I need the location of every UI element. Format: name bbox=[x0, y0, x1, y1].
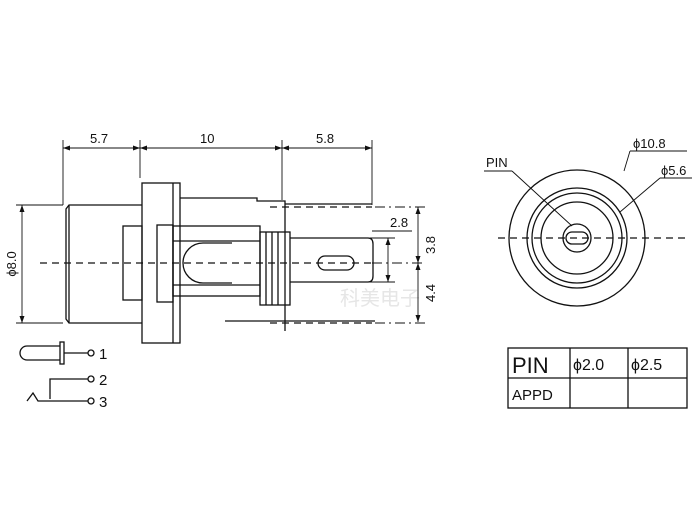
dim-body-length: 10 bbox=[200, 131, 214, 146]
pin-2-label: 2 bbox=[99, 372, 107, 389]
dim-bottom-pin-offset: 4.4 bbox=[423, 284, 438, 302]
pin-1-label: 1 bbox=[99, 346, 107, 363]
dim-pin-length: 5.8 bbox=[316, 131, 334, 146]
outer-diameter-callout: ϕ10.8 bbox=[633, 136, 666, 151]
watermark: 科美电子 bbox=[340, 286, 420, 310]
dimension-lines bbox=[16, 140, 421, 324]
dim-body-diameter: ϕ8.0 bbox=[4, 251, 19, 276]
dim-tab-width: 2.8 bbox=[390, 215, 408, 230]
table-row-appd: APPD bbox=[512, 387, 553, 404]
inner-diameter-callout: ϕ5.6 bbox=[661, 163, 686, 178]
side-view bbox=[40, 182, 425, 344]
pin-callout: PIN bbox=[486, 155, 508, 170]
dim-front-length: 5.7 bbox=[90, 131, 108, 146]
pin-3-label: 3 bbox=[99, 394, 107, 411]
table-header-pin: PIN bbox=[512, 353, 549, 378]
dim-top-pin-offset: 3.8 bbox=[423, 236, 438, 254]
front-view bbox=[484, 150, 692, 307]
table-header-2-0: ϕ2.0 bbox=[573, 357, 604, 374]
pin-table bbox=[507, 347, 688, 409]
pin-schematic bbox=[19, 341, 95, 405]
table-header-2-5: ϕ2.5 bbox=[631, 357, 662, 374]
